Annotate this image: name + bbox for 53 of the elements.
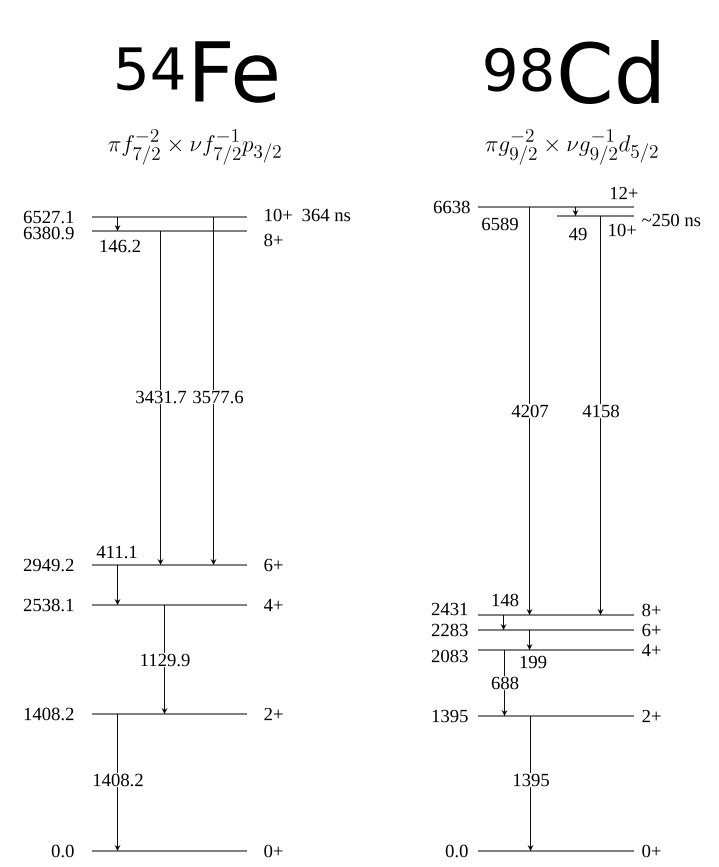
edge-label: 411.1 (96, 544, 138, 560)
edge-label: 1408.2 (92, 772, 144, 788)
level-energy: 2083 (432, 650, 468, 662)
spin-label: 10+ (609, 224, 636, 236)
spin-label: 4+ (642, 644, 661, 656)
level-energy: 2431 (432, 602, 468, 616)
edge-label: 688 (490, 676, 520, 690)
edge-label: 4158 (582, 404, 620, 418)
spin-label: 8+ (264, 234, 283, 246)
level-energy: 6589 (482, 218, 518, 230)
level-energy: 1408.2 (24, 708, 74, 720)
level-energy: 6380.9 (24, 226, 74, 240)
level-energy: 2538.1 (24, 598, 74, 612)
edge-label: 1395 (512, 772, 550, 788)
nuclide-symbol: $^{54}$Fe (117, 41, 277, 103)
energy-level-line (92, 604, 248, 606)
edge-label: 148 (490, 592, 520, 608)
spin-label: 0+ (264, 844, 283, 858)
energy-level-line (478, 614, 634, 616)
level-energy: 2949.2 (24, 558, 74, 572)
edge-label: 199 (518, 654, 548, 670)
energy-level-line (92, 216, 248, 218)
spin-label: 6+ (264, 558, 283, 572)
spin-label: 12+ (610, 186, 638, 200)
energy-level-line (478, 206, 634, 208)
edge-label: 146.2 (98, 238, 142, 254)
spin-label: 10+ (265, 208, 292, 222)
energy-level-line (478, 850, 634, 852)
spin-label: 2+ (642, 710, 661, 722)
edge-label: 1129.9 (138, 652, 192, 668)
edge-label: 3577.6 (192, 390, 244, 404)
nuclide-symbol: $^{98}$Cd (485, 40, 659, 104)
energy-level-line (92, 850, 248, 852)
level-energy: 6638 (434, 200, 470, 214)
configuration-formula: $\pi g^{-2}_{9/2}\times\nu g^{-1}_{9/2}d_{5/2}$ (485, 128, 658, 165)
spin-label: 0+ (642, 844, 661, 858)
spin-label: 2+ (264, 708, 283, 720)
half-life-label: 364 ns (302, 208, 350, 222)
level-energy: 6527.1 (24, 210, 74, 224)
edge-label: 4207 (510, 404, 550, 418)
energy-level-line (92, 230, 248, 232)
edge-label: 49 (568, 226, 588, 242)
level-energy: 1395 (432, 710, 468, 722)
spin-label: 8+ (642, 604, 661, 616)
spin-label: 6+ (642, 624, 661, 636)
configuration-formula: $\pi f^{-2}_{7/2}\times\nu f^{-1}_{7/2}p_{3/2}$ (108, 128, 281, 165)
level-energy: 0.0 (446, 844, 468, 858)
energy-level-line (92, 564, 248, 566)
level-energy: 2283 (432, 624, 468, 636)
level-energy: 0.0 (52, 844, 74, 858)
half-life-label: ~250 ns (642, 214, 700, 226)
edge-label: 3431.7 (134, 390, 188, 404)
spin-label: 4+ (264, 598, 283, 612)
